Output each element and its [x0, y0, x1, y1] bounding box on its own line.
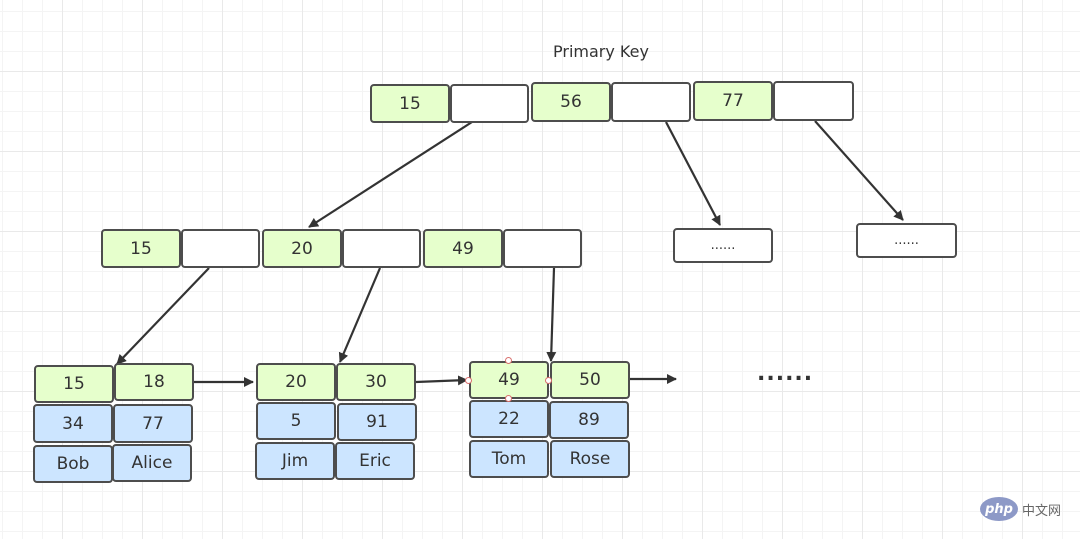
leaf-1-name-1[interactable]: Bob	[33, 445, 113, 483]
selection-handle-right[interactable]	[545, 377, 552, 384]
leaf-3-id-1[interactable]: 22	[469, 400, 549, 438]
continuation-ellipsis: ......	[757, 361, 814, 386]
arrow-internal-to-leaf-2	[338, 267, 382, 363]
leaf-2-key-1[interactable]: 20	[256, 363, 336, 401]
placeholder-node-1[interactable]: ......	[673, 228, 773, 263]
root-key-1[interactable]: 15	[370, 84, 450, 123]
root-key-2[interactable]: 56	[531, 82, 611, 122]
leaf-3-id-2[interactable]: 89	[549, 401, 629, 439]
internal-pointer-2[interactable]	[342, 229, 421, 268]
arrow-root-to-placeholder-2	[814, 120, 904, 221]
arrow-root-to-placeholder-1	[665, 121, 721, 226]
leaf-3-name-1[interactable]: Tom	[469, 440, 549, 478]
leaf-2-name-2[interactable]: Eric	[335, 442, 415, 480]
arrow-root-to-internal	[308, 121, 473, 228]
root-pointer-3[interactable]	[773, 81, 854, 121]
internal-pointer-3[interactable]	[503, 229, 582, 268]
internal-key-1[interactable]: 15	[101, 229, 181, 268]
internal-key-3[interactable]: 49	[423, 229, 503, 268]
leaf-1-id-2[interactable]: 77	[113, 404, 193, 443]
leaf-1-id-1[interactable]: 34	[33, 404, 113, 443]
watermark: php 中文网	[980, 497, 1061, 521]
internal-pointer-1[interactable]	[181, 229, 260, 268]
watermark-text: 中文网	[1022, 503, 1062, 519]
leaf-3-key-1[interactable]: 49	[469, 361, 549, 399]
leaf-1-key-2[interactable]: 18	[114, 363, 194, 401]
leaf-2-id-2[interactable]: 91	[337, 403, 417, 441]
root-pointer-2[interactable]	[611, 82, 691, 122]
leaf-2-key-2[interactable]: 30	[336, 363, 416, 401]
leaf-3-name-2[interactable]: Rose	[550, 440, 630, 478]
selection-handle-bottom[interactable]	[505, 395, 512, 402]
leaf-2-name-1[interactable]: Jim	[255, 442, 335, 480]
diagram-title: Primary Key	[553, 42, 649, 61]
leaf-1-key-1[interactable]: 15	[34, 365, 114, 403]
arrow-internal-to-leaf-3	[546, 267, 557, 362]
arrow-internal-to-leaf-1	[116, 267, 210, 365]
arrow-leaf-2-to-leaf-3	[415, 375, 468, 386]
internal-key-2[interactable]: 20	[262, 229, 342, 268]
leaf-3-key-2[interactable]: 50	[550, 361, 630, 399]
selection-handle-left[interactable]	[465, 377, 472, 384]
leaf-2-id-1[interactable]: 5	[256, 402, 336, 440]
placeholder-node-2[interactable]: ......	[856, 223, 957, 258]
leaf-1-name-2[interactable]: Alice	[112, 444, 192, 482]
root-key-3[interactable]: 77	[693, 81, 773, 121]
selection-handle-top[interactable]	[505, 357, 512, 364]
root-pointer-1[interactable]	[450, 84, 529, 123]
php-logo-icon: php	[980, 497, 1018, 521]
